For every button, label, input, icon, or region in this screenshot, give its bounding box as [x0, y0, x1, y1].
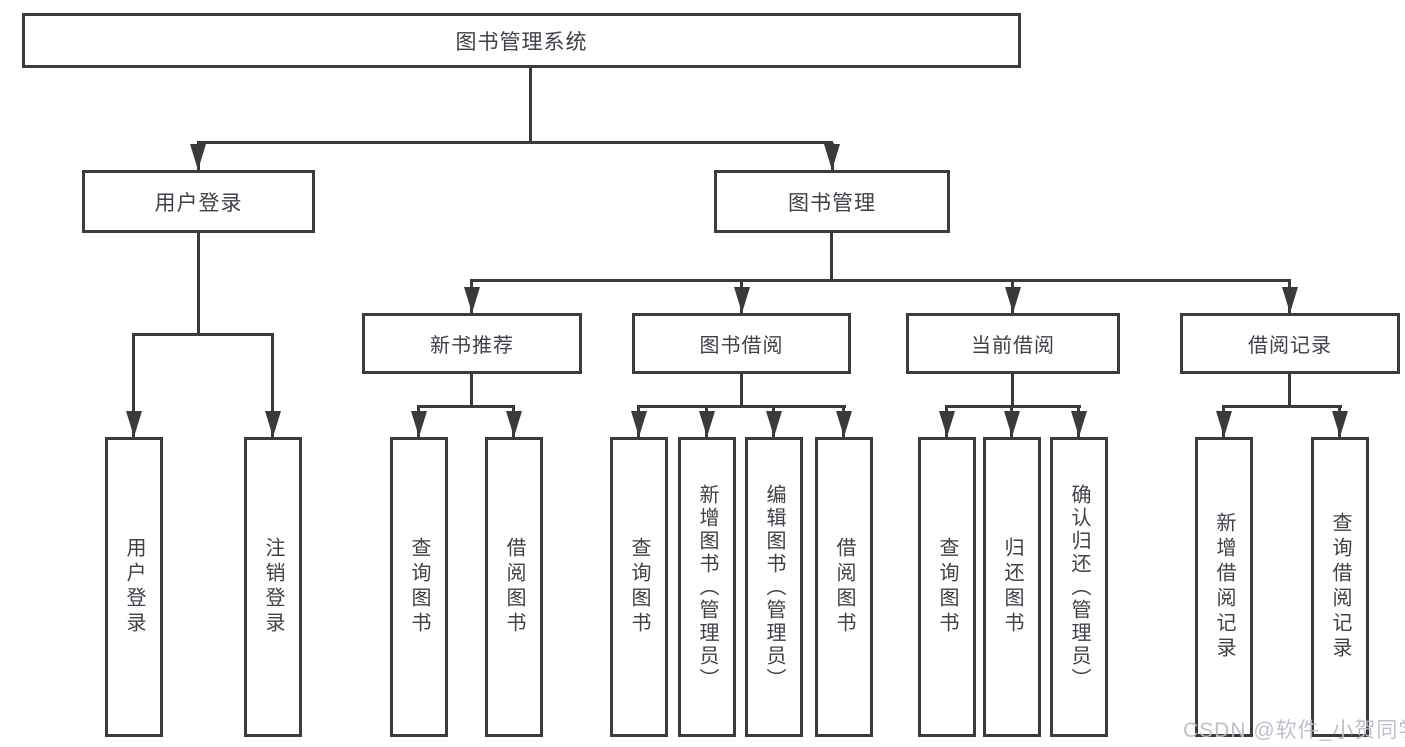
node-label: 图书管理系统: [455, 30, 588, 54]
arrowhead-down-icon: [824, 144, 840, 170]
leaf-add-books-admin: 新增图书（管理员）: [678, 437, 736, 737]
leaf-edit-books-admin: 编辑图书（管理员）: [745, 437, 803, 737]
leaf-return-books: 归还图书: [983, 437, 1041, 737]
leaf-label: 借阅图书: [503, 537, 525, 637]
leaf-confirm-return-admin: 确认归还（管理员）: [1050, 437, 1108, 737]
node-new-book-recommend: 新书推荐: [362, 313, 582, 374]
arrowhead-down-icon: [506, 411, 522, 437]
leaf-label: 查询借阅记录: [1329, 512, 1351, 662]
leaf-label: 注销登录: [262, 537, 284, 637]
connector-line: [132, 335, 135, 437]
arrowhead-down-icon: [265, 411, 281, 437]
leaf-label: 编辑图书（管理员）: [763, 483, 785, 691]
arrowhead-down-icon: [1071, 411, 1087, 437]
arrowhead-down-icon: [190, 144, 206, 170]
leaf-query-books-current: 查询图书: [918, 437, 976, 737]
connector-line: [1222, 405, 1342, 408]
node-library-management-system: 图书管理系统: [22, 13, 1021, 68]
connector-line: [417, 405, 515, 408]
arrowhead-down-icon: [631, 411, 647, 437]
arrowhead-down-icon: [939, 411, 955, 437]
connector-line: [637, 405, 846, 408]
arrowhead-down-icon: [1004, 411, 1020, 437]
connector-line: [197, 141, 833, 144]
connector-line: [529, 68, 532, 143]
node-label: 新书推荐: [430, 335, 514, 357]
leaf-add-borrow-record: 新增借阅记录: [1195, 437, 1253, 737]
leaf-label: 查询图书: [408, 537, 430, 637]
arrowhead-down-icon: [1332, 411, 1348, 437]
connector-line: [271, 335, 274, 437]
arrowhead-down-icon: [766, 411, 782, 437]
arrowhead-down-icon: [699, 411, 715, 437]
node-label: 当前借阅: [971, 335, 1055, 357]
leaf-query-borrow-record: 查询借阅记录: [1311, 437, 1369, 737]
connector-line: [1288, 374, 1291, 407]
arrowhead-down-icon: [1216, 411, 1232, 437]
leaf-label: 新增借阅记录: [1213, 512, 1235, 662]
connector-line: [470, 279, 1291, 282]
leaf-borrow-books-recommend: 借阅图书: [485, 437, 543, 737]
connector-line: [830, 233, 833, 281]
leaf-label: 借阅图书: [833, 537, 855, 637]
leaf-logout: 注销登录: [244, 437, 302, 737]
node-label: 借阅记录: [1248, 335, 1332, 357]
leaf-label: 查询图书: [628, 537, 650, 637]
arrowhead-down-icon: [734, 287, 750, 313]
arrowhead-down-icon: [411, 411, 427, 437]
node-label: 图书管理: [788, 191, 876, 215]
arrowhead-down-icon: [1005, 287, 1021, 313]
node-label: 用户登录: [154, 191, 243, 215]
node-book-management: 图书管理: [714, 170, 950, 233]
node-label: 图书借阅: [699, 335, 784, 357]
leaf-query-books-borrow: 查询图书: [610, 437, 668, 737]
leaf-label: 确认归还（管理员）: [1068, 483, 1090, 691]
arrowhead-down-icon: [1282, 287, 1298, 313]
arrowhead-down-icon: [464, 287, 480, 313]
leaf-query-books-recommend: 查询图书: [390, 437, 448, 737]
connector-line: [740, 374, 743, 407]
connector-line: [197, 233, 200, 335]
leaf-label: 归还图书: [1001, 537, 1023, 637]
connector-line: [470, 374, 473, 407]
arrowhead-down-icon: [126, 411, 142, 437]
connector-line: [132, 333, 274, 336]
connector-line: [945, 405, 1081, 408]
csdn-watermark: CSDN @软件_小贺同学: [1183, 719, 1405, 742]
node-borrow-records: 借阅记录: [1180, 313, 1400, 374]
leaf-label: 查询图书: [936, 537, 958, 637]
connector-line: [1011, 374, 1014, 407]
leaf-borrow-books: 借阅图书: [815, 437, 873, 737]
leaf-label: 用户登录: [123, 537, 145, 637]
node-current-borrow: 当前借阅: [906, 313, 1120, 374]
leaf-label: 新增图书（管理员）: [696, 483, 718, 691]
node-user-login: 用户登录: [82, 170, 315, 233]
node-book-borrow: 图书借阅: [632, 313, 851, 374]
arrowhead-down-icon: [836, 411, 852, 437]
leaf-user-login: 用户登录: [105, 437, 163, 737]
